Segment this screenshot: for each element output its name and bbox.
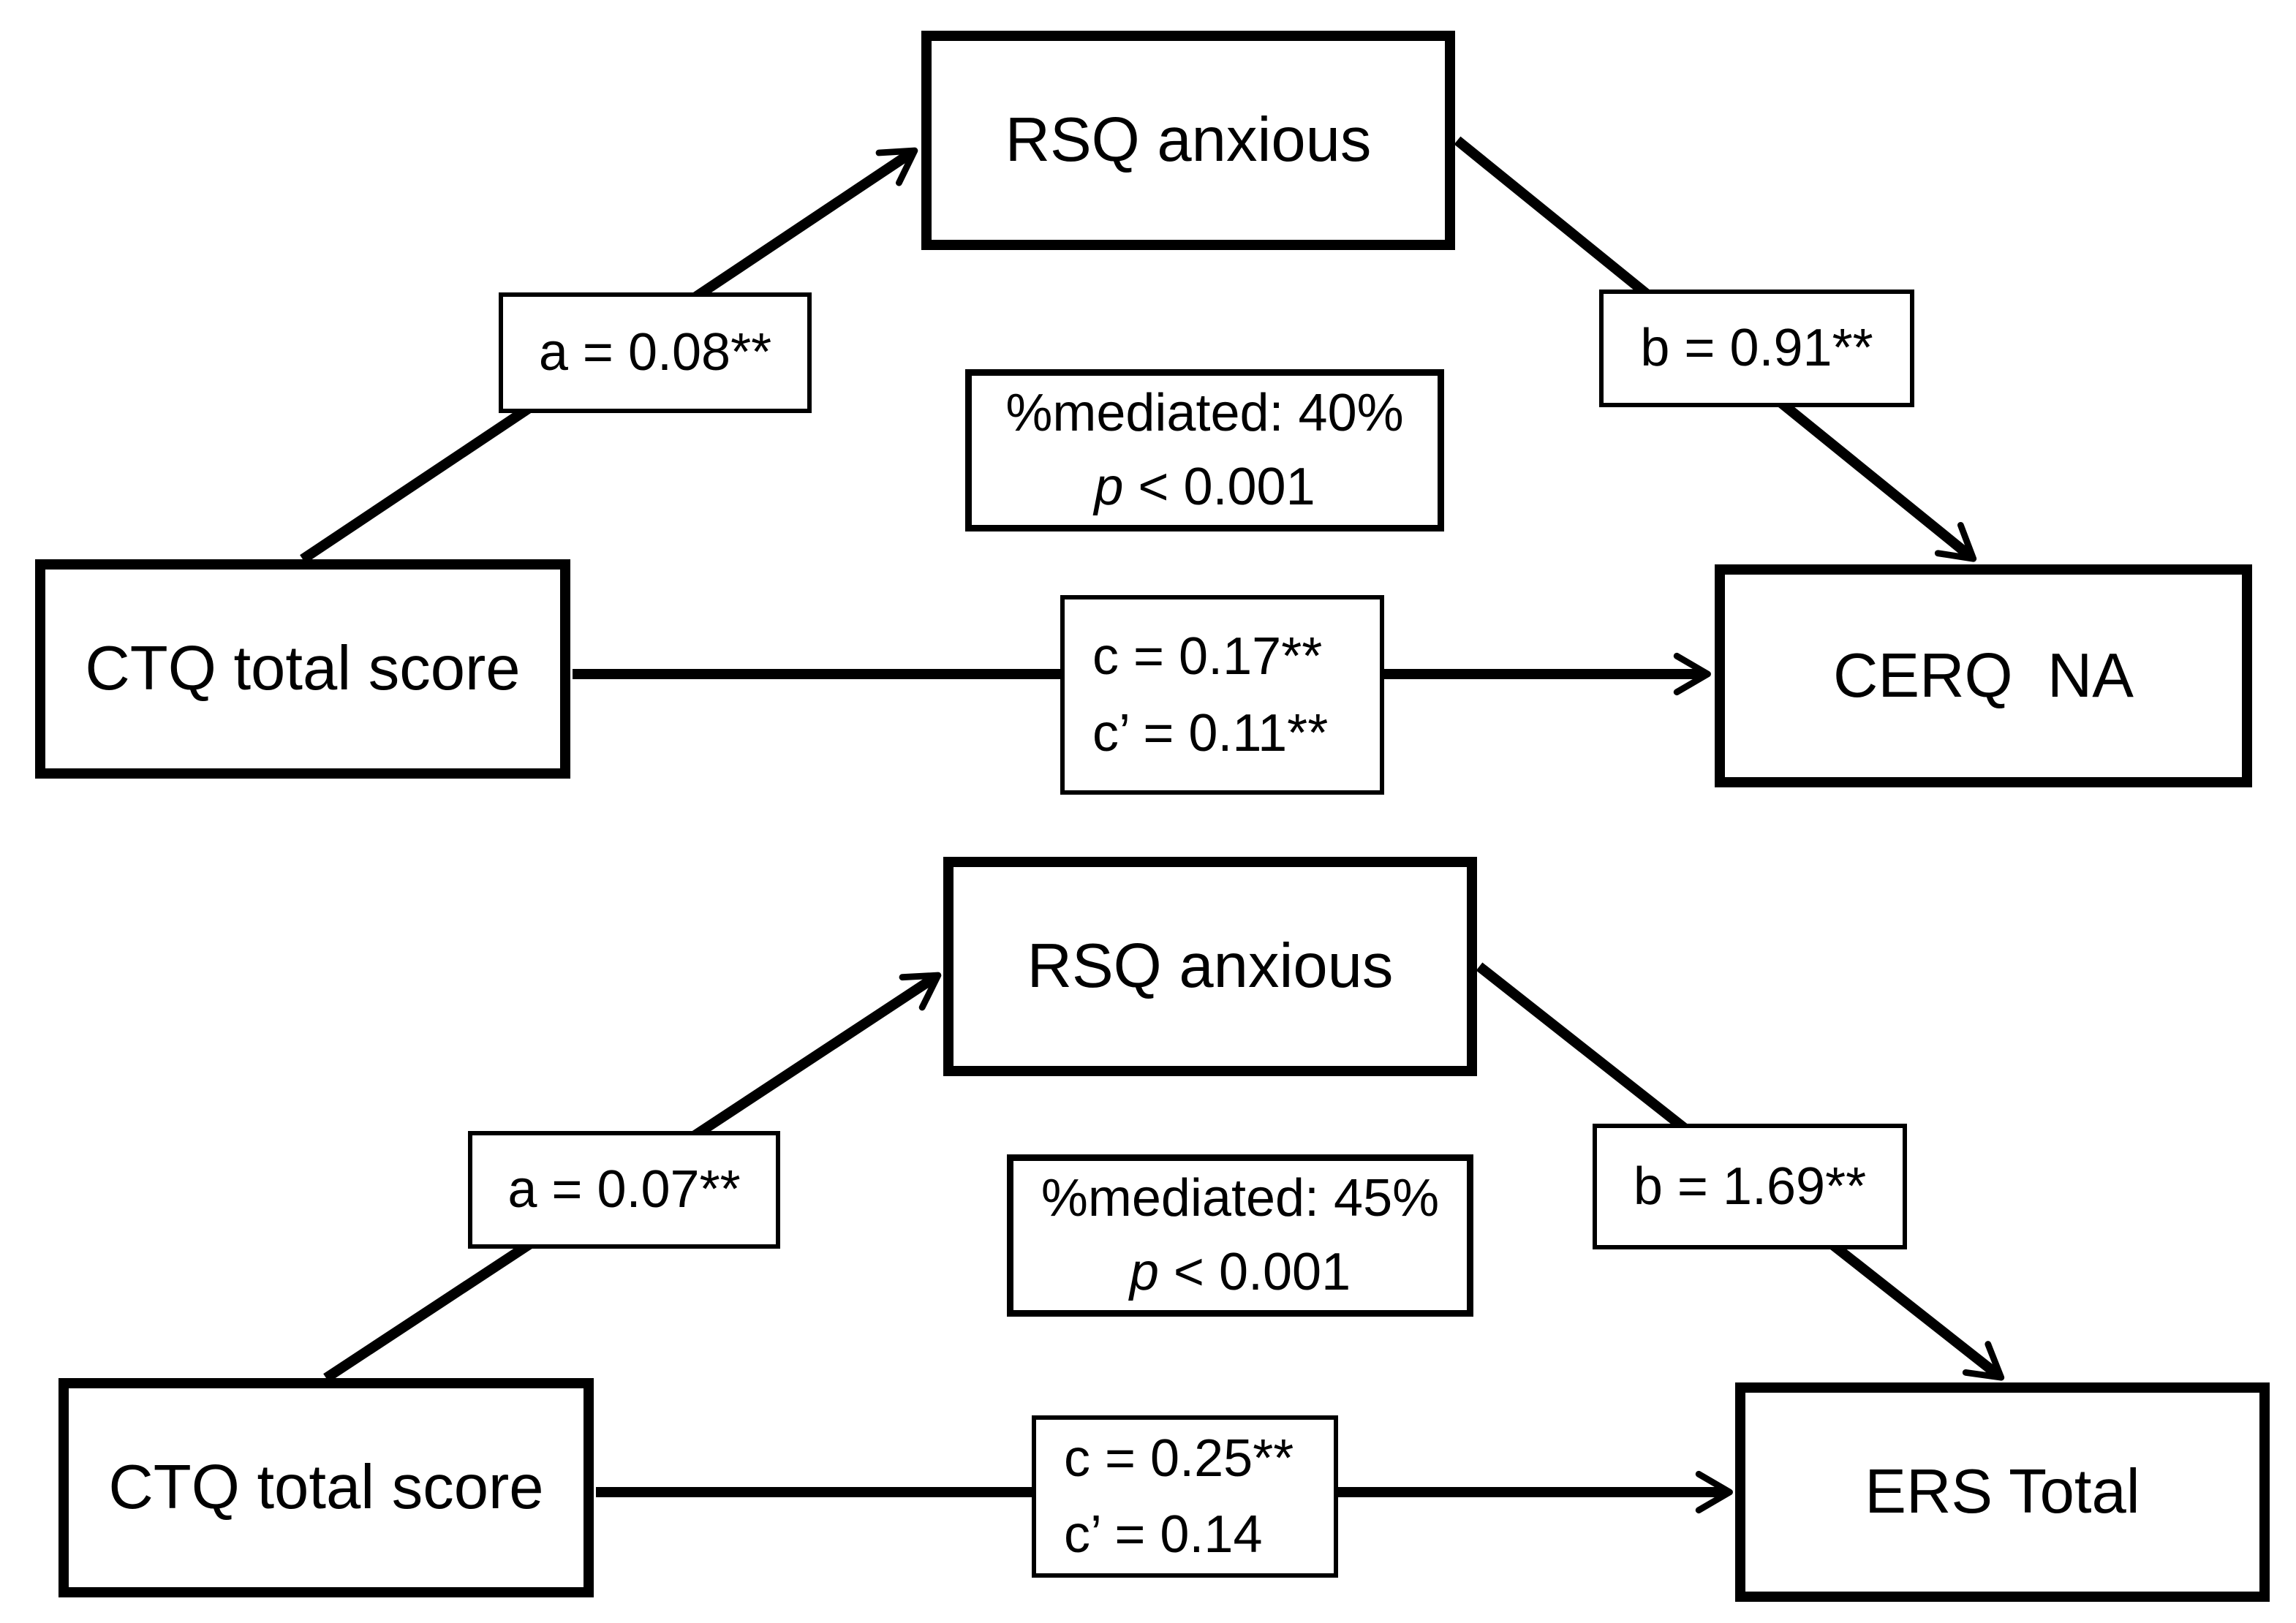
model1-p-value: p < 0.001 [1094,450,1315,524]
model1-path-c-coefficient: c = 0.17** c’ = 0.11** [1060,595,1384,795]
model1-predictor-box: CTQ total score [35,559,570,779]
model1-predictor-label: CTQ total score [85,634,521,704]
model1-path-a-coefficient: a = 0.08** [499,292,812,413]
model2-predictor-box: CTQ total score [58,1378,594,1597]
model1-mediated-percent: %mediated: 40% [1005,384,1404,443]
model2-outcome-box: ERS Total [1735,1382,2270,1602]
model1-path-b-text: b = 0.91** [1640,319,1873,378]
model2-path-a-coefficient: a = 0.07** [468,1131,780,1249]
model2-mediated-stat-box: %mediated: 45% p < 0.001 [1007,1154,1473,1317]
model2-mediator-box: RSQ anxious [943,857,1477,1076]
model1-mediated-stat-box: %mediated: 40% p < 0.001 [965,369,1444,531]
model1-mediator-label: RSQ anxious [1005,105,1372,175]
model2-path-c-prime-text: c’ = 0.14 [1064,1505,1263,1564]
model2-outcome-label: ERS Total [1865,1457,2140,1527]
model2-path-c-coefficient: c = 0.25** c’ = 0.14 [1032,1415,1338,1578]
model1-p-rest: < 0.001 [1123,458,1315,516]
model1-mediator-box: RSQ anxious [921,31,1455,250]
model2-path-a-text: a = 0.07** [507,1160,741,1219]
model1-outcome-label: CERQ NA [1833,640,2134,711]
model2-mediator-label: RSQ anxious [1027,931,1394,1002]
model1-path-a-text: a = 0.08** [538,323,772,382]
model1-outcome-box: CERQ NA [1715,564,2252,787]
model2-path-c-text: c = 0.25** [1064,1429,1294,1488]
model2-p-rest: < 0.001 [1158,1243,1351,1301]
model2-predictor-label: CTQ total score [108,1453,544,1523]
model2-p-value: p < 0.001 [1130,1236,1351,1309]
model1-p-symbol: p [1094,458,1124,516]
model2-p-symbol: p [1129,1243,1159,1301]
model1-path-b-coefficient: b = 0.91** [1599,290,1914,407]
model2-path-b-coefficient: b = 1.69** [1593,1124,1907,1249]
model2-mediated-percent: %mediated: 45% [1041,1169,1440,1228]
model1-path-c-text: c = 0.17** [1092,627,1323,686]
model1-path-c-prime-text: c’ = 0.11** [1092,703,1329,763]
model2-path-b-text: b = 1.69** [1633,1157,1867,1216]
